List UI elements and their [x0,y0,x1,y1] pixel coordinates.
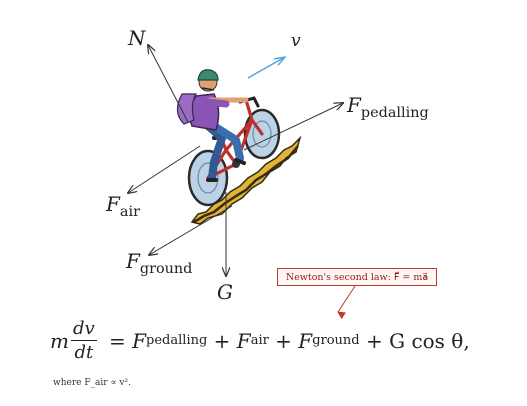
normal-force-label: N [128,26,146,50]
ground-force-arrow [149,205,233,255]
air-force-label: Fair [106,192,140,221]
pedalling-subscript: pedalling [360,105,429,122]
where-footnote: where F_air ∝ v². [53,378,131,388]
plus-sign-2: + [268,328,299,353]
hill-slope [190,135,302,225]
plus-sign-1: + [207,328,237,353]
ground-force-label: Fground [126,249,193,278]
derivative-numerator: dv [70,318,97,341]
normal-force-arrow [148,45,189,123]
newtons-law-annotation[interactable]: Newton's second law: F⃗ = ma⃗ [277,268,437,286]
term-ground: F [298,328,313,353]
gravity-force-label: G [217,280,233,304]
velocity-arrow [247,57,285,79]
cyclist-illustration [176,69,281,207]
term-gravity: G cos θ, [389,328,470,353]
pedalling-force-arrow [243,103,343,151]
air-subscript: air [119,204,140,221]
derivative-fraction: dv dt [70,318,97,363]
equation-mass: m [50,328,69,353]
velocity-label: v [291,31,301,51]
note-pointer-line [337,285,356,320]
pedalling-force-label: Fpedalling [347,93,429,122]
plus-sign-3: + [359,328,390,353]
ground-subscript: ground [139,261,193,278]
term-pedalling-sub: pedalling [146,333,208,348]
term-air-sub: air [250,333,269,348]
term-air: F [236,328,251,353]
term-ground-sub: ground [312,333,360,348]
equals-sign: = [102,328,133,353]
derivative-denominator: dt [74,342,94,363]
air-force-arrow [128,145,201,193]
term-pedalling: F [132,328,147,353]
